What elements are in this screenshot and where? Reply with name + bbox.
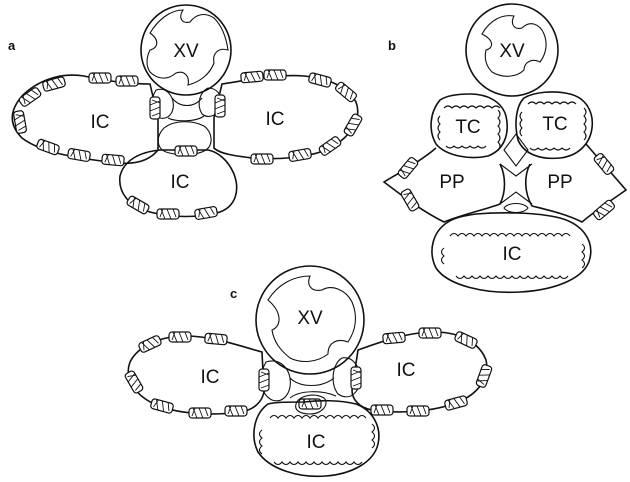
- panel-a-xylem-vessel: XV: [141, 5, 231, 95]
- panel-b-bottom-ic-label: IC: [503, 244, 522, 265]
- panel-c-xv-label: XV: [297, 308, 323, 329]
- panel-b-pp-left-label: PP: [439, 172, 464, 193]
- panel-b-tc-left-label: TC: [455, 117, 480, 138]
- panel-a-left-ic: IC: [12, 73, 158, 166]
- panel-a-left-ic-label: IC: [91, 112, 110, 133]
- panel-b-pp-left: PP: [384, 148, 505, 222]
- panel-a-xv-label: XV: [173, 41, 199, 62]
- panel-b: b XV TC TC PP PP: [384, 4, 626, 292]
- panel-c-right-ic: IC: [352, 328, 492, 416]
- panel-c-bottom-ic-label: IC: [307, 432, 326, 453]
- panel-c-bottom-ic: IC: [254, 401, 379, 477]
- panel-c-left-ic-label: IC: [201, 367, 220, 388]
- panel-a: a XV IC IC: [8, 5, 363, 220]
- panel-a-right-ic-label: IC: [266, 109, 285, 130]
- panel-b-pp-right-label: PP: [547, 172, 572, 193]
- panel-b-tc-left: TC: [431, 94, 507, 158]
- panel-c-label: c: [230, 286, 237, 301]
- panel-b-pp-right: PP: [526, 144, 626, 222]
- panel-b-label: b: [388, 38, 396, 53]
- panel-b-bottom-ic: IC: [432, 213, 591, 292]
- panel-c-left-ic: IC: [124, 332, 264, 418]
- panel-a-bottom-ic-label: IC: [171, 172, 190, 193]
- panel-c-central-cells: [259, 358, 361, 414]
- panel-a-label: a: [8, 38, 16, 53]
- panel-a-bottom-ic: IC: [120, 150, 237, 220]
- panel-c-right-ic-label: IC: [397, 360, 416, 381]
- panel-a-right-ic: IC: [214, 70, 363, 164]
- panel-b-xv-label: XV: [499, 41, 525, 62]
- panel-c: c XV IC IC: [124, 266, 492, 476]
- panel-b-xylem-vessel: XV: [466, 4, 558, 96]
- panel-b-tc-right-label: TC: [542, 114, 567, 135]
